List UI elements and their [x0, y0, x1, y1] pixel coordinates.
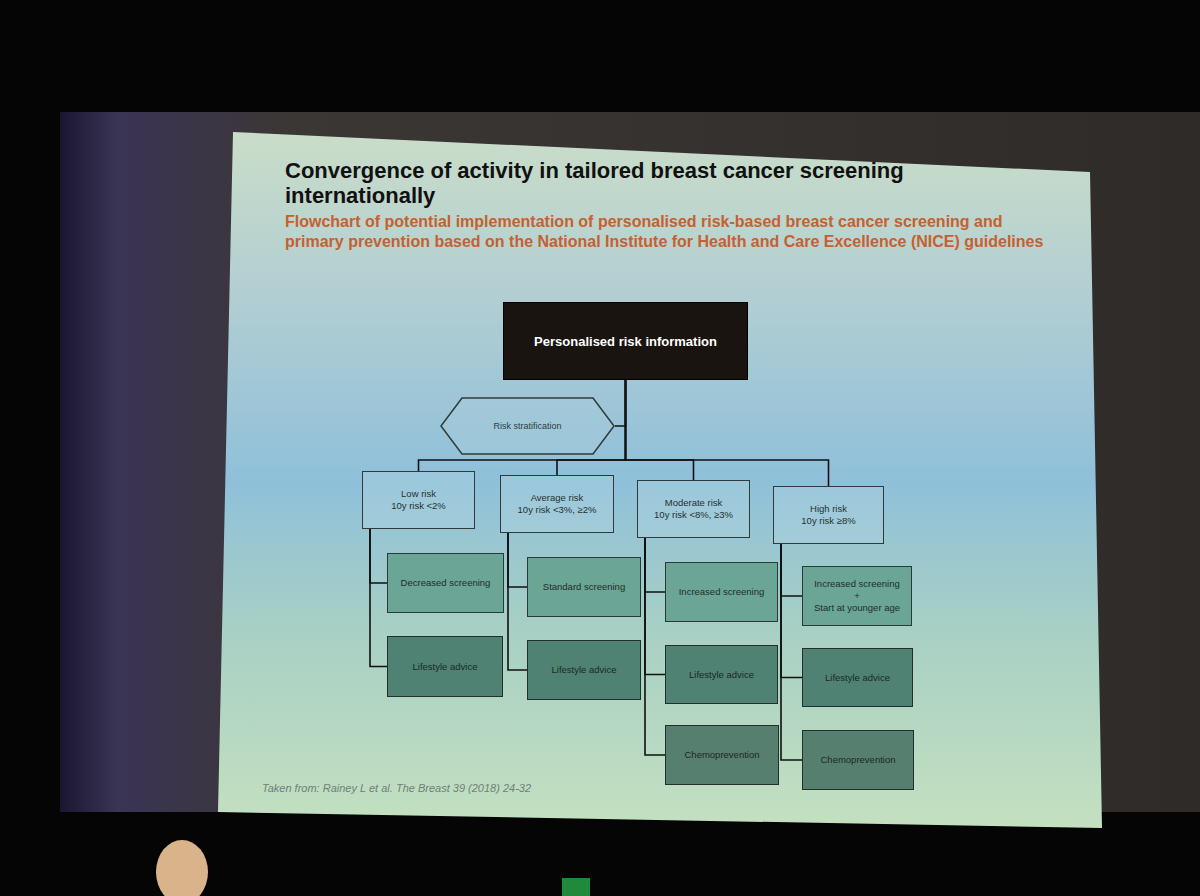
connector-line	[557, 380, 626, 475]
node-text: +	[854, 590, 860, 602]
connector-line	[508, 533, 527, 670]
screening-box: Increased screening+Start at younger age	[802, 566, 912, 626]
connector-line	[615, 380, 626, 426]
connector-line	[781, 544, 802, 678]
slide-title: Convergence of activity in tailored brea…	[285, 158, 975, 208]
source-caption: Taken from: Rainey L et al. The Breast 3…	[262, 782, 682, 794]
connector-line	[370, 529, 387, 667]
node-text: Increased screening	[814, 578, 900, 590]
node-text: 10y risk ≥8%	[801, 515, 855, 527]
node-text: Low risk	[401, 488, 436, 500]
connector-line	[370, 529, 387, 583]
chemoprevention-box: Chemoprevention	[802, 730, 914, 790]
connector-line	[626, 380, 694, 480]
node-text: Personalised risk information	[534, 334, 717, 349]
node-text: Lifestyle advice	[689, 669, 754, 681]
slide-subtitle: Flowchart of potential implementation of…	[285, 212, 1055, 252]
node-text: Increased screening	[679, 586, 765, 598]
lifestyle-box: Lifestyle advice	[802, 648, 913, 707]
screening-box: Standard screening	[527, 557, 641, 617]
connector-line	[645, 538, 665, 592]
node-text: Lifestyle advice	[413, 661, 478, 673]
presenter-head	[156, 840, 208, 896]
exit-sign	[562, 878, 590, 896]
risk-category-box: Low risk10y risk <2%	[362, 471, 475, 529]
node-text: Standard screening	[543, 581, 625, 593]
connector-line	[508, 533, 527, 587]
slide-face	[218, 132, 1102, 828]
connector-line	[626, 380, 829, 486]
risk-category-box: Moderate risk10y risk <8%, ≥3%	[637, 480, 750, 538]
node-text: Decreased screening	[401, 577, 491, 589]
node-text: Moderate risk	[665, 497, 723, 509]
lifestyle-box: Lifestyle advice	[665, 645, 778, 704]
screening-box: Decreased screening	[387, 553, 504, 613]
preparation-hexagon: Risk stratification	[440, 397, 615, 455]
hexagon-shape	[441, 398, 614, 454]
node-text: Lifestyle advice	[552, 664, 617, 676]
connector-line	[645, 538, 665, 675]
node-text: Risk stratification	[493, 421, 561, 431]
node-text: Chemoprevention	[685, 749, 760, 761]
connector-line	[419, 380, 626, 471]
connector-line	[781, 544, 802, 760]
risk-category-box: High risk10y risk ≥8%	[773, 486, 884, 544]
risk-category-box: Average risk10y risk <3%, ≥2%	[500, 475, 614, 533]
start-box: Personalised risk information	[503, 302, 748, 380]
screening-box: Increased screening	[665, 562, 778, 622]
node-text: Start at younger age	[814, 602, 900, 614]
node-text: High risk	[810, 503, 847, 515]
node-text: Chemoprevention	[821, 754, 896, 766]
lifestyle-box: Lifestyle advice	[387, 636, 503, 697]
chemoprevention-box: Chemoprevention	[665, 725, 779, 785]
connector-line	[645, 538, 665, 755]
node-text: 10y risk <8%, ≥3%	[654, 509, 733, 521]
node-text: Average risk	[531, 492, 584, 504]
node-text: 10y risk <2%	[391, 500, 446, 512]
node-text: Lifestyle advice	[825, 672, 890, 684]
lifestyle-box: Lifestyle advice	[527, 640, 641, 700]
node-text: 10y risk <3%, ≥2%	[518, 504, 597, 516]
connector-line	[781, 544, 802, 596]
